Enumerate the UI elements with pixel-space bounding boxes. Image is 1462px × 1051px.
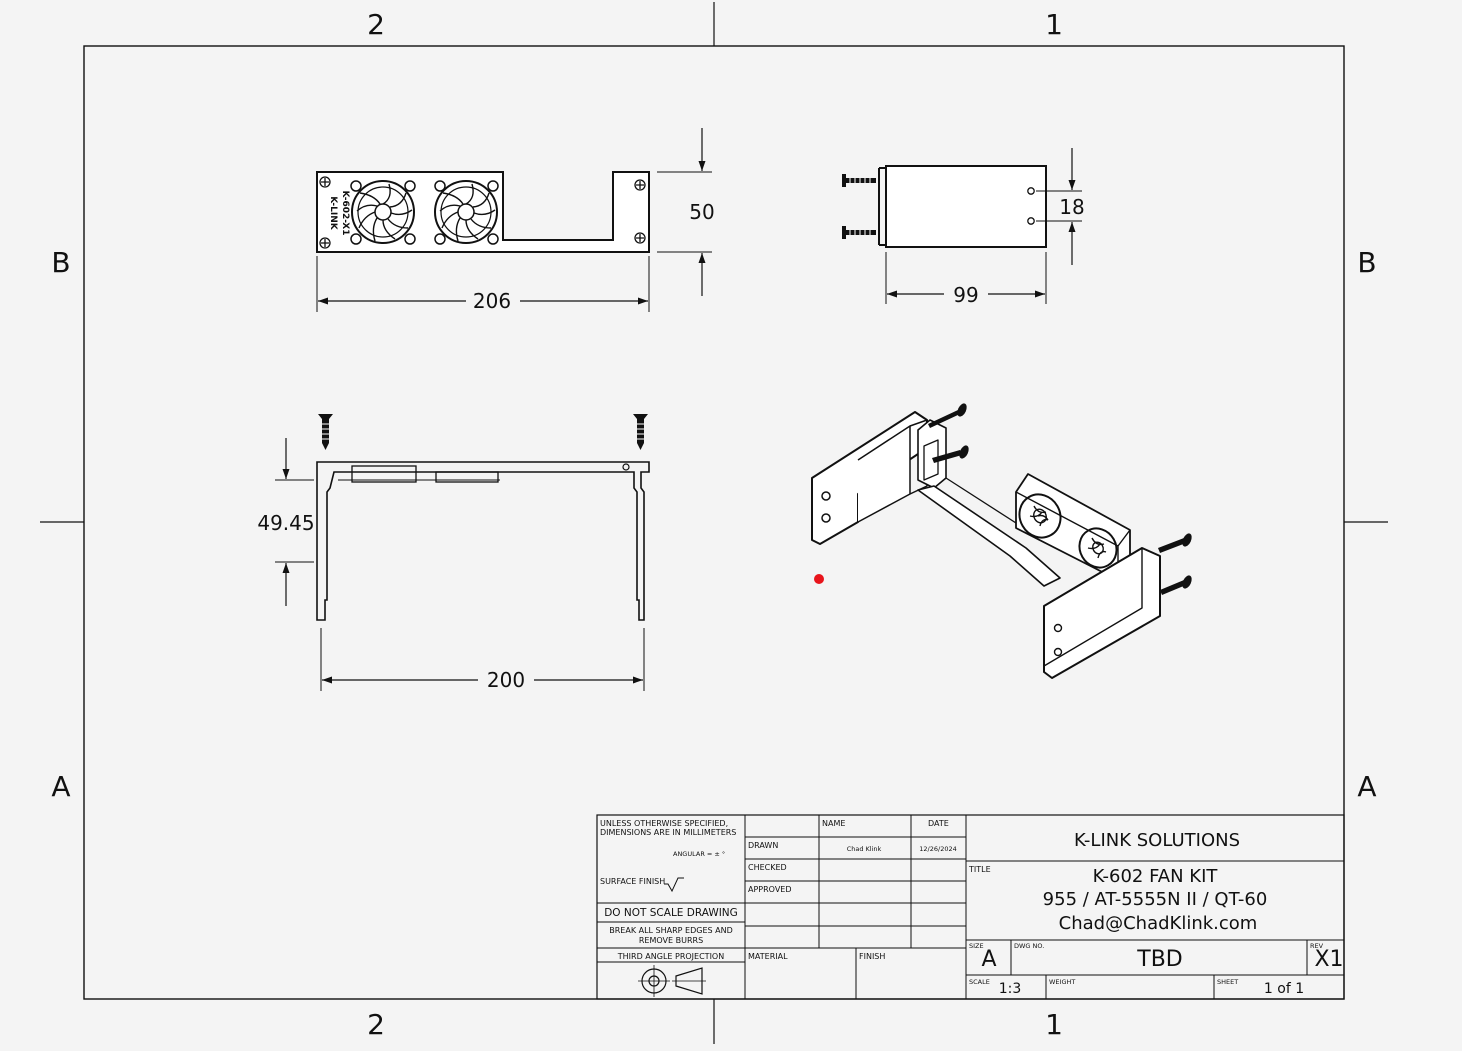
row-drawn-label: DRAWN xyxy=(748,841,778,850)
title-block: UNLESS OTHERWISE SPECIFIED, DIMENSIONS A… xyxy=(596,814,1345,1000)
row-approved-label: APPROVED xyxy=(748,885,792,894)
engraving-line2: K-602-X1 xyxy=(340,191,350,236)
scale-value: 1:3 xyxy=(999,981,1022,997)
title-line1: K-602 FAN KIT xyxy=(1093,866,1219,887)
material-label: MATERIAL xyxy=(748,952,788,961)
dwg-value: TBD xyxy=(1136,947,1182,972)
right-view-outline xyxy=(885,165,1047,248)
size-value: A xyxy=(981,947,996,972)
company-name: K-LINK SOLUTIONS xyxy=(1074,830,1240,851)
front-view-fan-2 xyxy=(435,471,499,483)
third-angle-projection-icon xyxy=(638,965,706,997)
top-view: K-LINK K-602-X1 xyxy=(316,128,715,313)
finish-label: FINISH xyxy=(859,952,885,961)
title-line2: 955 / AT-5555N II / QT-60 xyxy=(1043,889,1268,910)
iso-screws xyxy=(928,403,1192,595)
break-edges-line2: REMOVE BURRS xyxy=(639,936,703,945)
isometric-view xyxy=(811,403,1192,679)
right-view-screws xyxy=(842,174,876,239)
tolerance-note-line1: UNLESS OTHERWISE SPECIFIED, xyxy=(600,819,728,828)
rev-label: REV xyxy=(1310,942,1324,950)
drawn-name-value: Chad Klink xyxy=(847,845,882,853)
red-marker-dot[interactable] xyxy=(814,574,824,584)
front-view-outline xyxy=(316,461,650,621)
front-view: 49.45 200 xyxy=(257,414,650,692)
drawn-date-value: 12/26/2024 xyxy=(919,845,956,853)
do-not-scale-note: DO NOT SCALE DRAWING xyxy=(604,907,738,919)
scale-label: SCALE xyxy=(969,978,990,986)
weight-label: WEIGHT xyxy=(1049,978,1075,986)
right-view-hole-bottom xyxy=(1027,217,1035,225)
title-line3: Chad@ChadKlink.com xyxy=(1059,913,1258,934)
iso-rail xyxy=(917,485,1061,587)
dim-99-label: 99 xyxy=(953,283,978,307)
angular-note: ANGULAR = ± ° xyxy=(673,850,725,858)
zone-label-bottom-1: 1 xyxy=(1045,1008,1063,1041)
top-view-outline xyxy=(316,171,650,253)
surface-finish-label: SURFACE FINISH xyxy=(600,877,665,886)
zone-label-left-a: A xyxy=(51,770,70,803)
tolerance-note-line2: DIMENSIONS ARE IN MILLIMETERS xyxy=(600,828,736,837)
title-label: TITLE xyxy=(968,865,991,874)
sheet-label: SHEET xyxy=(1217,978,1238,986)
zone-label-left-b: B xyxy=(51,246,70,279)
zone-label-right-a: A xyxy=(1357,770,1376,803)
dim-18-label: 18 xyxy=(1059,195,1084,219)
sheet-value: 1 of 1 xyxy=(1264,981,1304,997)
dim-49-label: 49.45 xyxy=(257,511,314,535)
col-date-header: DATE xyxy=(928,819,949,828)
right-view: 99 18 xyxy=(842,148,1085,307)
front-view-screws xyxy=(318,414,648,450)
front-view-fan-1 xyxy=(351,465,417,483)
dwg-label: DWG NO. xyxy=(1014,942,1044,950)
fan-left xyxy=(350,180,416,245)
fan-right xyxy=(434,180,499,245)
col-name-header: NAME xyxy=(822,819,845,828)
dim-206-label: 206 xyxy=(473,289,511,313)
zone-label-top-2: 2 xyxy=(367,8,385,41)
zone-label-bottom-2: 2 xyxy=(367,1008,385,1041)
dim-50-label: 50 xyxy=(689,200,714,224)
top-view-corner-screws xyxy=(319,176,646,249)
dim-200-label: 200 xyxy=(487,668,525,692)
size-label: SIZE xyxy=(969,942,984,950)
right-view-hole-top xyxy=(1027,187,1035,195)
projection-label: THIRD ANGLE PROJECTION xyxy=(617,952,724,961)
zone-label-right-b: B xyxy=(1357,246,1376,279)
break-edges-line1: BREAK ALL SHARP EDGES AND xyxy=(609,926,733,935)
engraving-line1: K-LINK xyxy=(328,196,338,231)
surface-finish-icon xyxy=(664,877,684,893)
zone-label-top-1: 1 xyxy=(1045,8,1063,41)
row-checked-label: CHECKED xyxy=(748,863,787,872)
rev-value: X1 xyxy=(1314,947,1343,972)
